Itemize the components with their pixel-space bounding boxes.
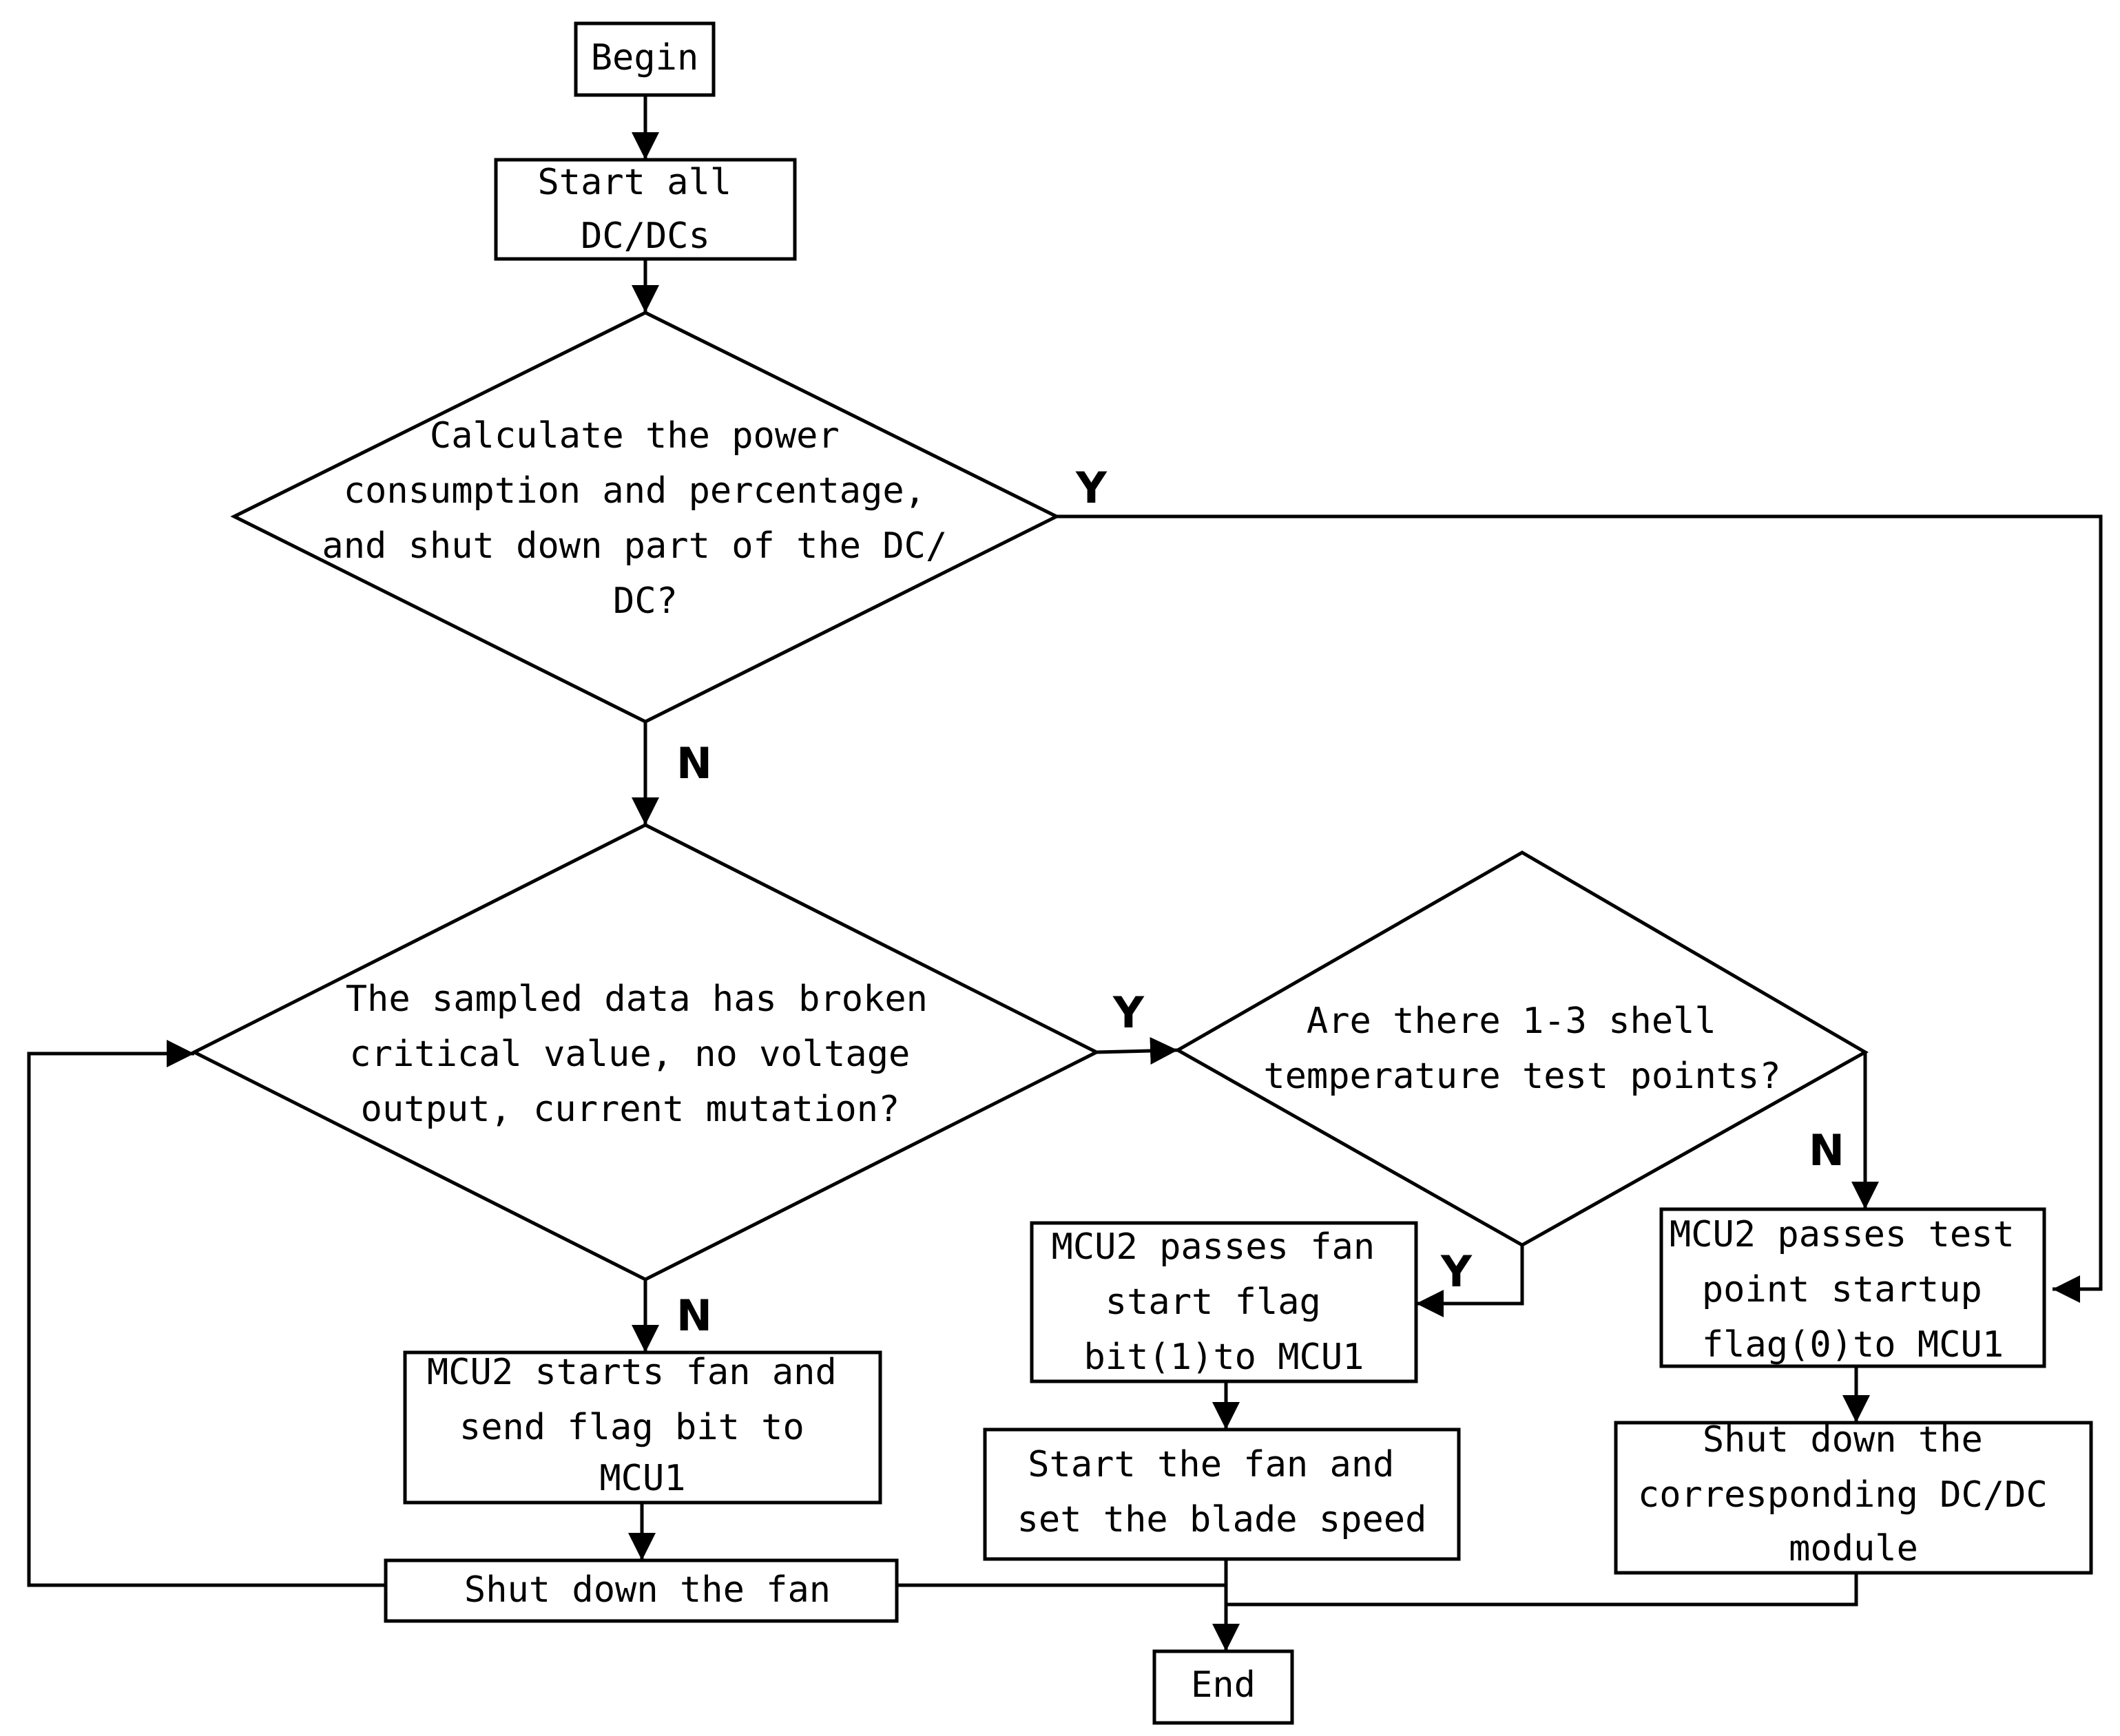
edge-shutfan-loop [27, 1040, 386, 1587]
edge-shutmodule-to-end [1226, 1573, 1858, 1607]
start-all-label: Start all DC/DCs [537, 162, 753, 257]
shell-decision: Are there 1-3 shell temperature test poi… [1174, 850, 1869, 1247]
sampled-label: The sampled data has broken critical val… [346, 979, 950, 1130]
mcu2-test-flag-node: MCU2 passes test point startup flag(0)to… [1659, 1207, 2046, 1368]
shell-no-label: N [1809, 1125, 1844, 1175]
begin-label: Begin [591, 37, 699, 79]
shell-label: Are there 1-3 shell temperature test poi… [1263, 1001, 1780, 1097]
mcu2-starts-fan-node: MCU2 starts fan and send flag bit to MCU… [403, 1350, 882, 1505]
sampled-yes-label: Y [1112, 987, 1145, 1038]
shut-fan-label: Shut down the fan [464, 1569, 831, 1611]
shut-module-label: Shut down the corresponding DC/DC module [1638, 1419, 2069, 1569]
end-label: End [1191, 1664, 1256, 1706]
sampled-decision: The sampled data has broken critical val… [190, 823, 1101, 1282]
shell-yes-label: Y [1440, 1246, 1473, 1297]
mcu2-starts-fan-label: MCU2 starts fan and send flag bit to MCU… [427, 1352, 858, 1499]
shut-module-node: Shut down the corresponding DC/DC module [1614, 1419, 2093, 1575]
shut-fan-node: Shut down the fan [384, 1558, 899, 1623]
calc-yes-label: Y [1075, 463, 1108, 513]
edge-sampled-yes [1096, 1037, 1178, 1065]
end-node: End [1152, 1649, 1294, 1725]
sampled-no-label: N [676, 1290, 712, 1341]
start-fan-speed-node: Start the fan and set the blade speed [983, 1428, 1461, 1561]
calc-label: Calculate the power consumption and perc… [322, 415, 968, 622]
calc-decision: Calculate the power consumption and perc… [230, 311, 1061, 724]
mcu2-test-flag-label: MCU2 passes test point startup flag(0)to… [1670, 1214, 2036, 1366]
edge-shell-yes [1416, 1245, 1524, 1317]
edge-calc-yes [1057, 514, 2103, 1303]
mcu2-fan-flag-node: MCU2 passes fan start flag bit(1)to MCU1 [1030, 1221, 1418, 1383]
begin-node: Begin [574, 21, 716, 97]
start-all-node: Start all DC/DCs [494, 158, 797, 261]
calc-no-label: N [676, 738, 712, 788]
start-fan-speed-label: Start the fan and set the blade speed [1017, 1444, 1427, 1540]
mcu2-fan-flag-label: MCU2 passes fan start flag bit(1)to MCU1 [1052, 1226, 1397, 1378]
